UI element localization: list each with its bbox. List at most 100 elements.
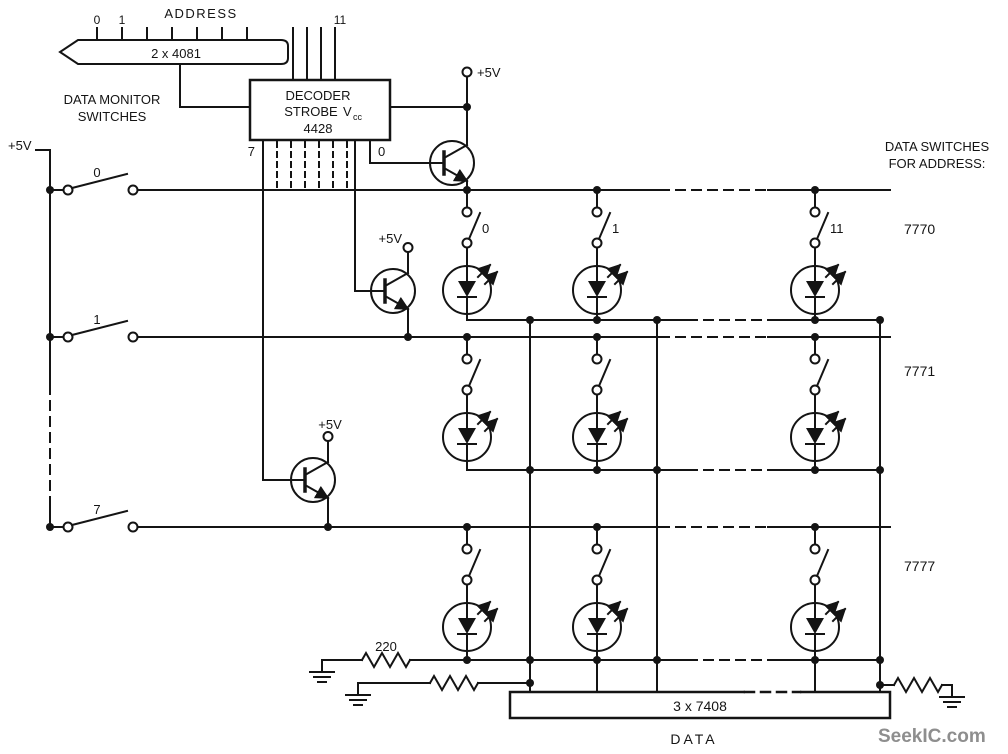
data-switch (461, 543, 481, 586)
ground-symbol (345, 682, 371, 706)
junction-dot (876, 656, 884, 664)
junction-dot (593, 186, 601, 194)
junction-dot (593, 656, 601, 664)
right-title-line1: DATA SWITCHES (885, 139, 990, 154)
junction-dot (463, 333, 471, 341)
junction-dot (653, 466, 661, 474)
address-value: 7771 (904, 363, 935, 379)
junction-dot (463, 103, 471, 111)
data-switch-label: 11 (830, 221, 844, 236)
junction-dot (593, 523, 601, 531)
led (791, 412, 845, 461)
labels: ADDRESS 0 1 11 2 x 4081 DATA MONITOR SWI… (8, 6, 989, 747)
resistor-symbol (429, 675, 479, 691)
decoder-vcc-sub: cc (353, 112, 363, 122)
decoder-name: DECODER (285, 88, 350, 103)
address-bus-shape (58, 39, 289, 65)
decoder-pin-label: 7 (248, 144, 255, 159)
gate-box (508, 690, 892, 720)
supply-label: +5V (318, 417, 342, 432)
ground-symbol (939, 684, 965, 708)
data-bus-label: DATA (670, 731, 717, 747)
decoder-vcc: V (343, 104, 352, 119)
monitor-switch-label: 0 (93, 165, 100, 180)
monitor-title-line2: SWITCHES (78, 109, 147, 124)
transistor (430, 141, 474, 185)
junction-dot (811, 523, 819, 531)
watermark: SeekIC.com (878, 726, 986, 747)
junction-dot (526, 316, 534, 324)
junction-dots (46, 103, 884, 689)
junction-dot (324, 523, 332, 531)
junction-dot (593, 466, 601, 474)
junction-dot (526, 656, 534, 664)
led (443, 265, 497, 314)
supply-terminal (402, 242, 414, 253)
supply-label: +5V (477, 65, 501, 80)
address-value: 7770 (904, 221, 935, 237)
junction-dot (46, 186, 54, 194)
monitor-title-line1: DATA MONITOR (64, 92, 161, 107)
components (58, 39, 965, 720)
junction-dot (463, 656, 471, 664)
right-title-line2: FOR ADDRESS: (889, 156, 986, 171)
decoder-part: 4428 (304, 121, 333, 136)
junction-dot (593, 316, 601, 324)
address-value: 7777 (904, 558, 935, 574)
junction-dot (876, 316, 884, 324)
junction-dot (811, 466, 819, 474)
supply-terminal (461, 66, 473, 78)
supply-terminal (322, 431, 334, 442)
junction-dot (46, 523, 54, 531)
junction-dot (811, 186, 819, 194)
address-msb-label: 11 (334, 13, 347, 27)
junction-dot (653, 656, 661, 664)
junction-dot (811, 316, 819, 324)
supply-label: +5V (8, 138, 32, 153)
address-title: ADDRESS (164, 6, 237, 21)
data-switch (591, 353, 611, 396)
transistor (291, 458, 335, 502)
led (573, 602, 627, 651)
junction-dot (593, 333, 601, 341)
decoder-dashed-pins (276, 141, 348, 189)
ground-symbol (309, 659, 335, 683)
data-switch (809, 206, 829, 249)
junction-dot (876, 466, 884, 474)
junction-dot (463, 523, 471, 531)
dashed-wire (49, 189, 769, 661)
led (443, 412, 497, 461)
data-switch (809, 543, 829, 586)
decoder-pin-label: 0 (378, 144, 385, 159)
led (443, 602, 497, 651)
bus-tick-label: 0 (94, 13, 101, 27)
junction-dot (526, 679, 534, 687)
junction-dot (463, 186, 471, 194)
data-switch-label: 1 (612, 221, 619, 236)
monitor-switch-label: 7 (93, 502, 100, 517)
monitor-switch-label: 1 (93, 312, 100, 327)
resistor-symbol (361, 652, 411, 668)
junction-dot (876, 681, 884, 689)
junction-dot (404, 333, 412, 341)
gate-bus-label: 3 x 7408 (673, 698, 727, 714)
data-switch-label: 0 (482, 221, 489, 236)
data-switch (591, 206, 611, 249)
decoder-strobe: STROBE (284, 104, 338, 119)
data-switch (809, 353, 829, 396)
data-switch (461, 353, 481, 396)
data-switch (591, 543, 611, 586)
data-switch (461, 206, 481, 249)
led (573, 265, 627, 314)
junction-dot (653, 316, 661, 324)
led (573, 412, 627, 461)
decoder-box (248, 78, 392, 142)
junction-dot (46, 333, 54, 341)
and-bus-label: 2 x 4081 (151, 46, 201, 61)
resistor-symbol (893, 677, 943, 693)
junction-dot (526, 466, 534, 474)
bus-tick-label: 1 (119, 13, 126, 27)
wiring (35, 27, 953, 693)
